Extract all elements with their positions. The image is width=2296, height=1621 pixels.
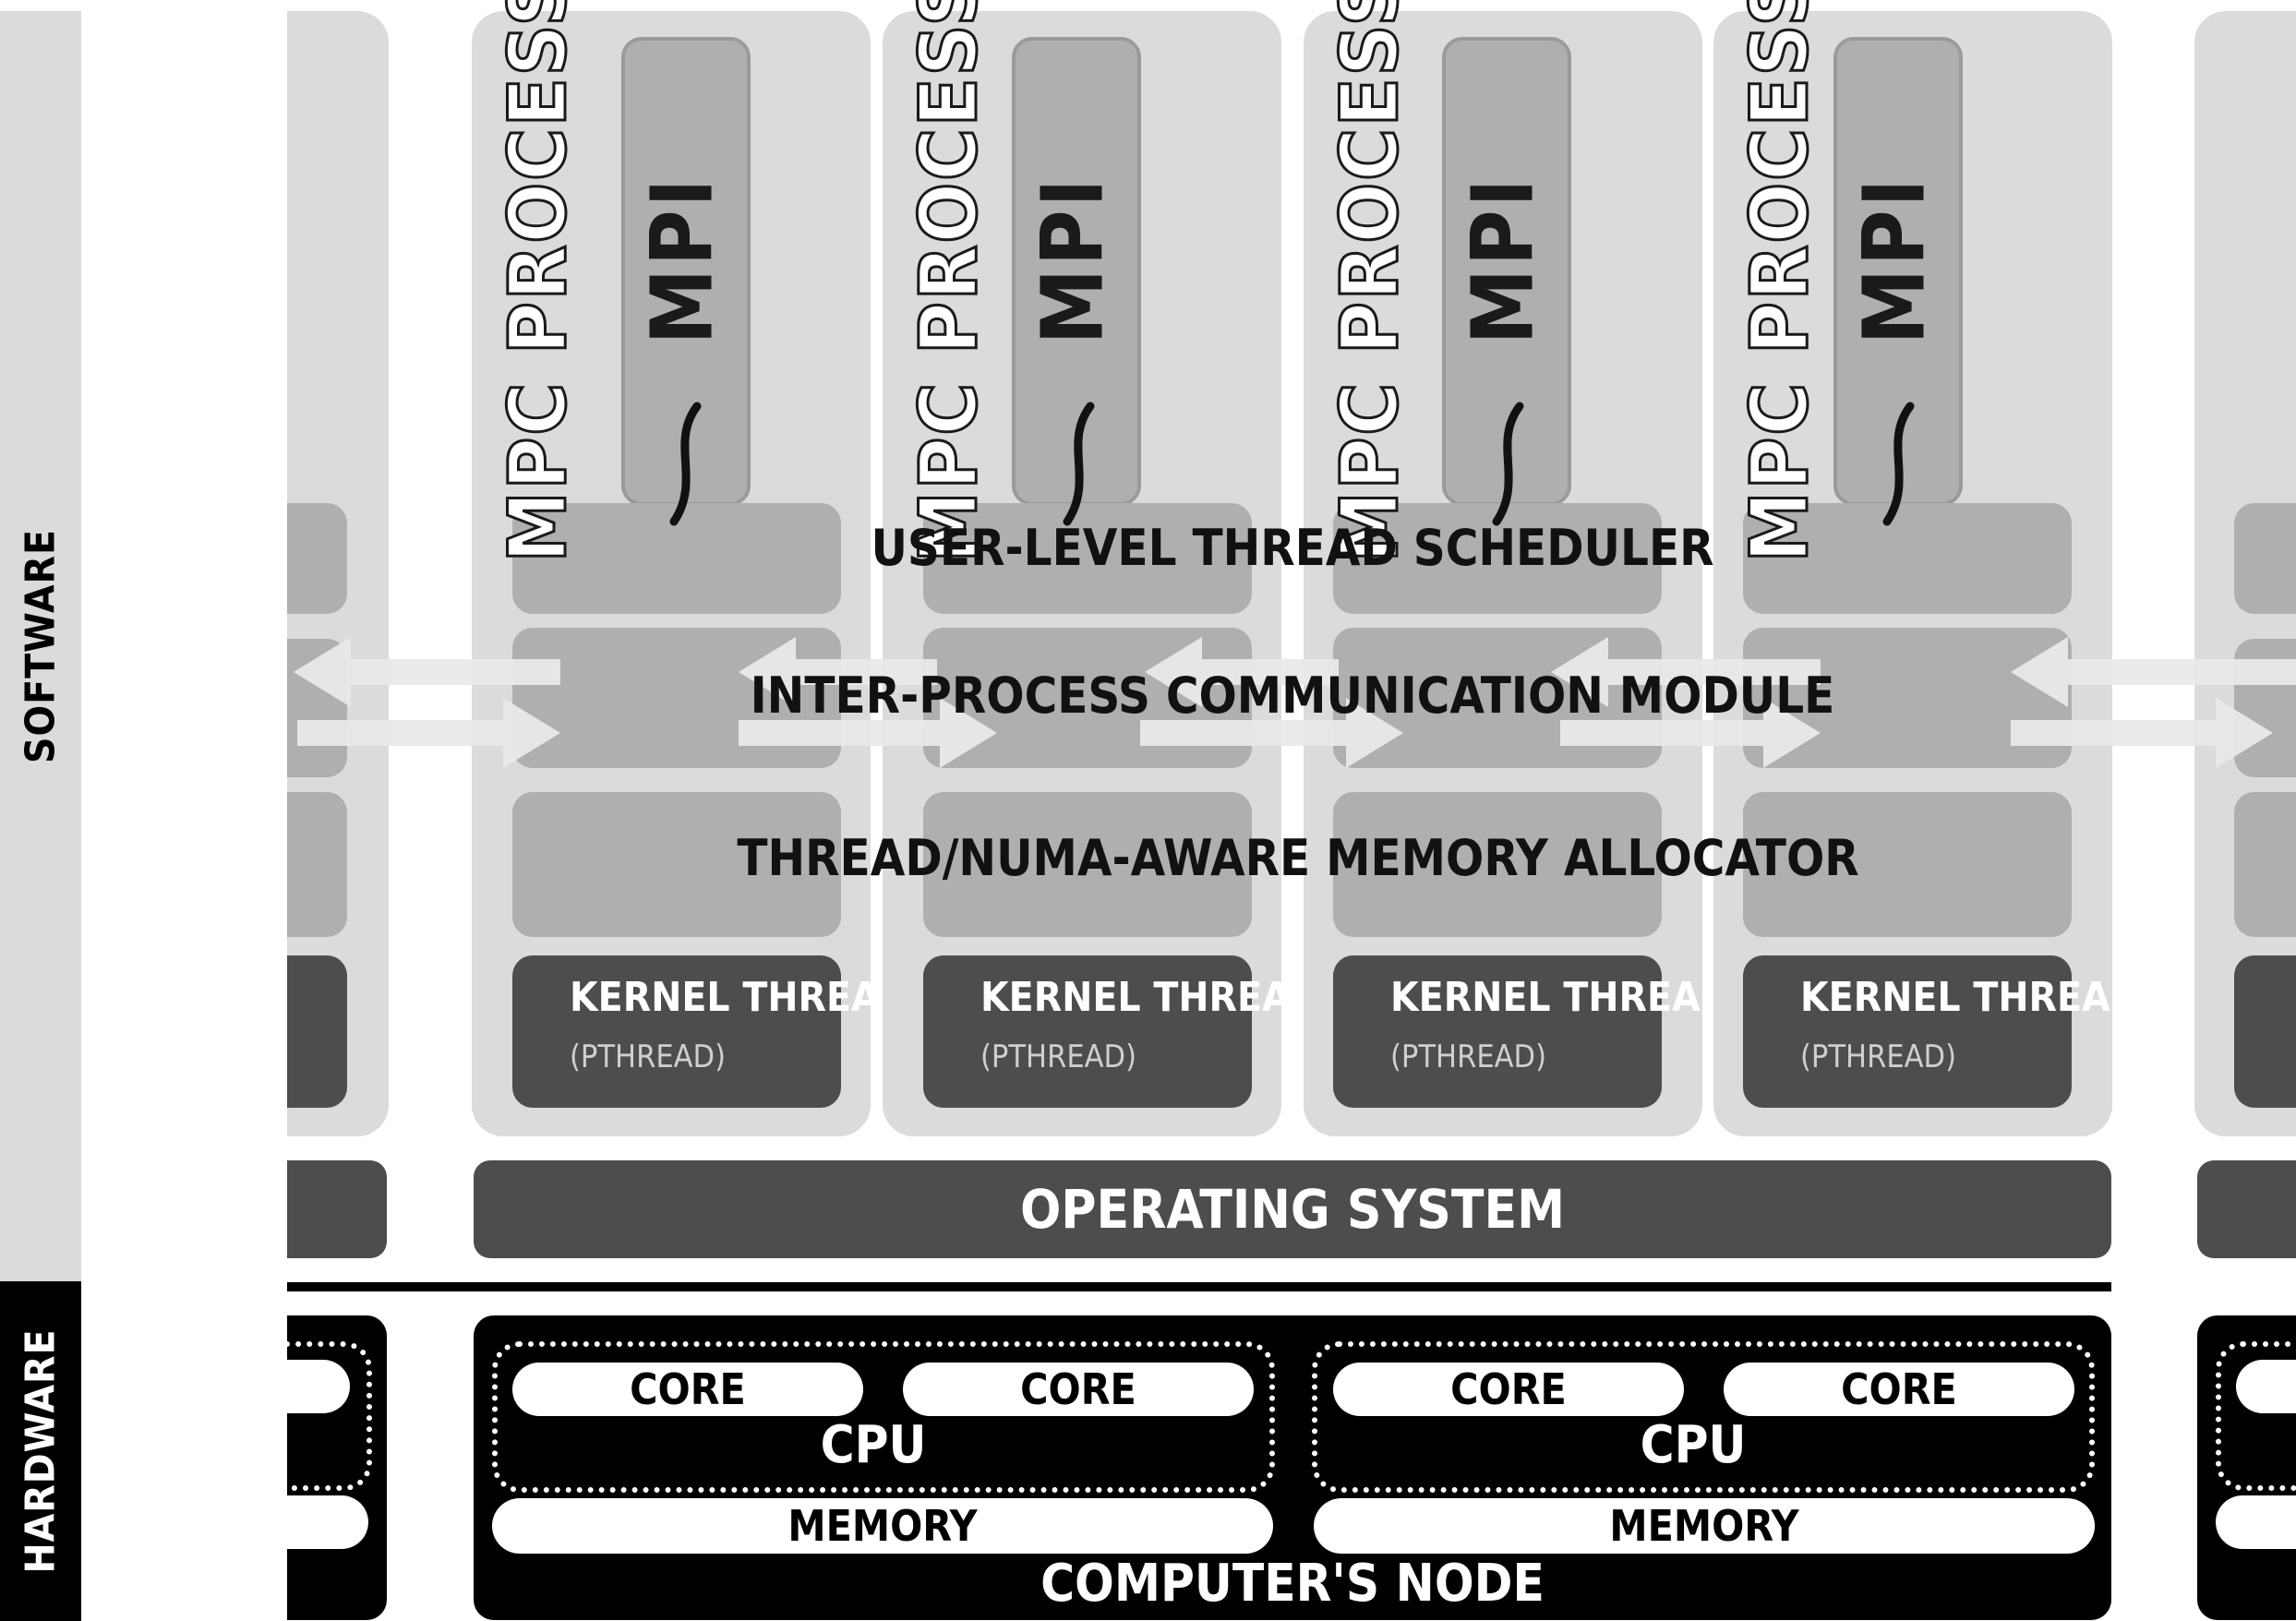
computer-node: CORE CORE CPU CORE CORE CPU MEMORY MEMOR… — [474, 1315, 2111, 1620]
mpc-process-3: KERNEL THREAD (PTHREAD) MPC PROCESS MPI — [1304, 0, 1731, 1136]
kernel-thread-subtitle: (PTHREAD) — [570, 1039, 727, 1075]
allocator-layer-label: THREAD/NUMA-AWARE MEMORY ALLOCATOR — [737, 829, 1859, 887]
node-left-partial — [259, 1315, 387, 1620]
arrow-left-icon — [2011, 637, 2296, 707]
kernel-thread-title: KERNEL THREAD — [1390, 974, 1731, 1021]
memory-allocator-module — [1333, 792, 1662, 937]
cpu-2-label: CPU — [1640, 1415, 1747, 1475]
kernel-thread: KERNEL THREAD (PTHREAD) — [512, 955, 910, 1108]
kernel-thread-subtitle: (PTHREAD) — [980, 1039, 1137, 1075]
os-right-partial — [2197, 1160, 2296, 1258]
memory-allocator-module — [1743, 792, 2072, 937]
core-1: CORE — [512, 1363, 863, 1416]
thread-scheduler-module — [923, 503, 1252, 614]
hardware-side-bar: HARDWARE — [0, 1281, 81, 1621]
memory-allocator-module — [512, 792, 841, 937]
arrow-right-icon — [2011, 698, 2273, 768]
kernel-thread-title: KERNEL THREAD — [980, 974, 1321, 1021]
memory-2: MEMORY — [1314, 1498, 2095, 1554]
core-4: CORE — [1724, 1363, 2074, 1416]
arrow-right-icon — [739, 698, 997, 768]
arrow-left-icon — [1551, 637, 1821, 707]
memory-allocator-module — [923, 792, 1252, 937]
kernel-thread-subtitle: (PTHREAD) — [1390, 1039, 1547, 1075]
operating-system-layer: OPERATING SYSTEM — [474, 1160, 2111, 1258]
cpu-1-label: CPU — [820, 1415, 927, 1475]
arrow-right-icon — [1560, 698, 1821, 768]
kernel-thread-title: KERNEL THREAD — [1800, 974, 2141, 1021]
kernel-thread-subtitle: (PTHREAD) — [1800, 1039, 1957, 1075]
os-left-partial — [287, 1160, 387, 1258]
right-partial-process — [2194, 11, 2296, 1136]
core-2: CORE — [903, 1363, 1254, 1416]
connector-tilde-icon — [1063, 402, 1095, 526]
software-hardware-divider — [287, 1282, 2111, 1291]
node-right-partial — [2197, 1315, 2296, 1620]
operating-system-label: OPERATING SYSTEM — [1019, 1178, 1566, 1241]
connector-tilde-icon — [669, 402, 702, 526]
thread-scheduler-module — [1743, 503, 2072, 614]
cpu-1 — [492, 1341, 1275, 1493]
arrow-right-icon — [297, 698, 560, 768]
left-partial-process — [287, 11, 389, 1136]
cpu-2 — [1312, 1341, 2095, 1493]
kernel-thread: KERNEL THREAD (PTHREAD) — [1333, 955, 1731, 1108]
connector-tilde-icon — [1882, 402, 1915, 526]
arrow-right-icon — [1140, 698, 1403, 768]
core-3: CORE — [1333, 1363, 1684, 1416]
kernel-thread: KERNEL THREAD (PTHREAD) — [923, 955, 1321, 1108]
scheduler-layer-label: USER-LEVEL THREAD SCHEDULER — [871, 519, 1714, 577]
kernel-thread: KERNEL THREAD (PTHREAD) — [1743, 955, 2141, 1108]
ipc-layer-label: INTER-PROCESS COMMUNICATION MODULE — [750, 666, 1835, 725]
computer-node-label: COMPUTER'S NODE — [1040, 1554, 1545, 1614]
connector-tilde-icon — [1492, 402, 1524, 526]
arrow-left-icon — [739, 637, 937, 707]
kernel-thread-title: KERNEL THREAD — [570, 974, 910, 1021]
arrow-left-icon — [294, 637, 560, 707]
memory-1: MEMORY — [492, 1498, 1273, 1554]
arrow-left-icon — [1145, 637, 1339, 707]
software-side-bar: SOFTWARE — [0, 11, 81, 1281]
